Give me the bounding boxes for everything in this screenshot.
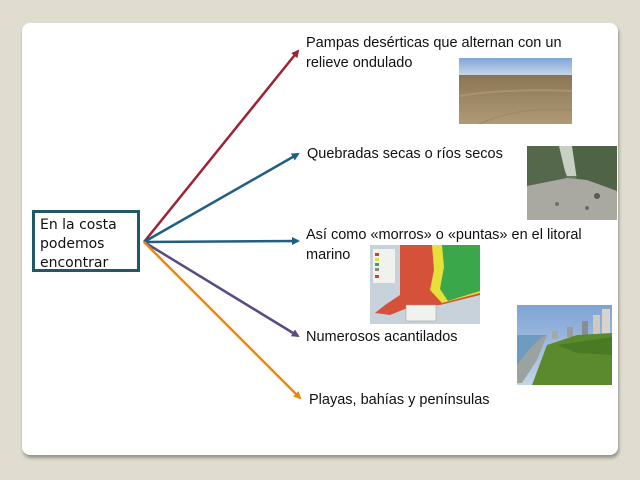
concept-line-3: encontrar — [40, 255, 109, 271]
branch-acantilados-line1: Numerosos acantilados — [306, 329, 458, 345]
branch-playas-line1: Playas, bahías y penínsulas — [309, 392, 490, 408]
desert-plains-photo — [459, 58, 572, 124]
branch-morros-label: Así como «morros» o «puntas» en el litor… — [306, 225, 582, 265]
branch-playas-label: Playas, bahías y penínsulas — [309, 390, 490, 410]
branch-morros-line2: marino — [306, 247, 351, 263]
concept-line-2: podemos — [40, 236, 105, 252]
concept-line-1: En la costa — [40, 217, 117, 233]
branch-morros-line1: Así como «morros» o «puntas» en el litor… — [306, 227, 582, 243]
branch-quebradas-line1: Quebradas secas o ríos secos — [307, 146, 503, 162]
branch-acantilados-label: Numerosos acantilados — [306, 327, 458, 347]
branch-pampas-label: Pampas desérticas que alternan con un re… — [306, 33, 562, 73]
branch-pampas-line2: relieve ondulado — [306, 55, 413, 71]
branch-quebradas-label: Quebradas secas o ríos secos — [307, 144, 503, 164]
branch-pampas-line1: Pampas desérticas que alternan con un — [306, 35, 562, 51]
coastal-map-image — [370, 245, 480, 324]
central-concept-box: En la costa podemos encontrar — [32, 210, 140, 272]
cliffs-photo — [517, 305, 612, 385]
dry-riverbed-photo — [527, 146, 617, 220]
